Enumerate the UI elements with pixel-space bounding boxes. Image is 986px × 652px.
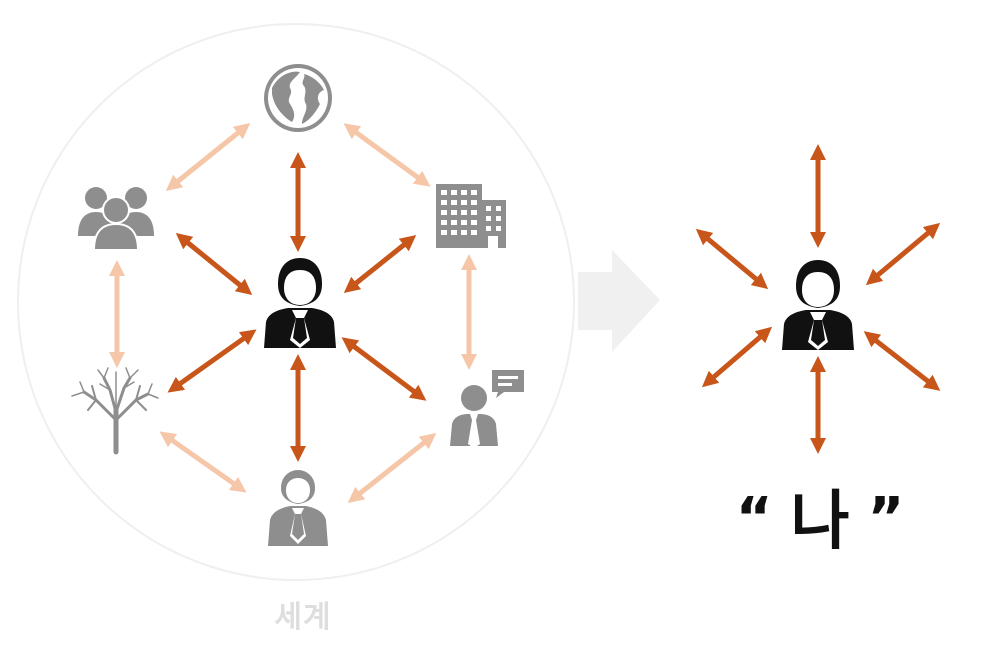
outer-connections bbox=[108, 122, 478, 503]
arrow-center-building bbox=[343, 235, 417, 293]
arrow-tree-businessman bbox=[159, 431, 247, 493]
me-label: “ 나 ” bbox=[700, 470, 940, 562]
globe-icon bbox=[264, 64, 332, 132]
arrow-center-group bbox=[175, 232, 253, 296]
me-arrow-upper-left bbox=[695, 228, 769, 290]
person-icon bbox=[264, 258, 336, 348]
center-connections bbox=[167, 151, 427, 463]
me-arrow-lower-left bbox=[701, 326, 773, 388]
open-quote: “ bbox=[735, 486, 773, 551]
close-quote: ” bbox=[867, 486, 905, 551]
tree-icon bbox=[71, 367, 159, 455]
speaker-icon bbox=[450, 370, 524, 448]
arrow-center-speaker bbox=[341, 337, 427, 401]
person-icon bbox=[782, 260, 854, 350]
world-circle bbox=[17, 23, 575, 581]
world-label: 세계 bbox=[274, 600, 332, 635]
arrow-center-tree bbox=[167, 329, 257, 393]
arrow-speaker-businessman bbox=[347, 433, 437, 503]
me-arrow-lower-right bbox=[863, 331, 941, 391]
arrow-globe-group bbox=[165, 122, 251, 192]
me-arrow-upper-right bbox=[865, 222, 941, 286]
me-arrows bbox=[695, 143, 941, 455]
transition-arrow bbox=[578, 250, 660, 352]
building-icon bbox=[436, 184, 506, 248]
group-icon bbox=[78, 187, 154, 251]
arrow-globe-building bbox=[343, 123, 431, 187]
me-text: 나 bbox=[790, 485, 850, 559]
businessman-icon bbox=[268, 470, 328, 546]
